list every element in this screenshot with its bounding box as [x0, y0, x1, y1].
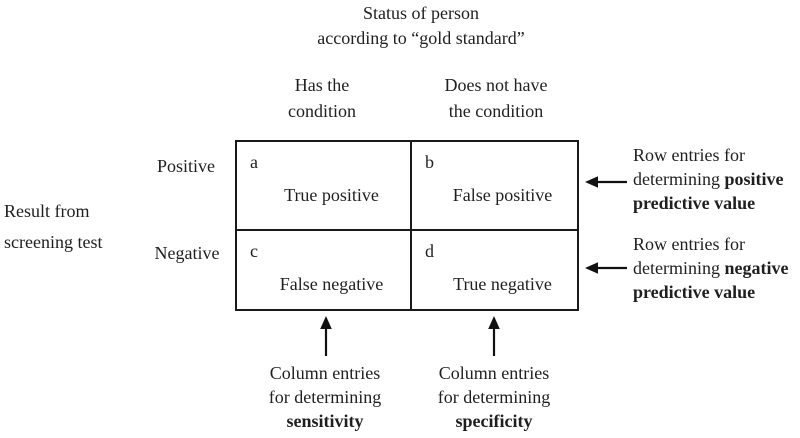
cell-letter-d: d [425, 241, 434, 261]
annotation-bold-text: positive [724, 169, 784, 189]
table-cell-c: c False negative [237, 229, 410, 309]
annotation-line: predictive value [633, 280, 788, 304]
annotation-text: determining [633, 258, 725, 278]
annotation-line: predictive value [633, 191, 784, 215]
column-header-line: Does not have [444, 75, 548, 95]
cell-label-false-positive: False positive [452, 185, 553, 205]
column-header-no-condition: Does not have the condition [426, 72, 566, 124]
annotation-negative-predictive-value: Row entries for determining negative pre… [633, 232, 788, 304]
left-arrow-icon [584, 175, 628, 189]
annotation-sensitivity: Column entries for determining sensitivi… [255, 361, 395, 433]
left-arrow-icon [584, 261, 628, 275]
annotation-text: determining [633, 169, 725, 189]
up-arrow-icon [487, 315, 501, 357]
annotation-bold-text: specificity [455, 411, 533, 431]
annotation-specificity: Column entries for determining specifici… [424, 361, 564, 433]
annotation-line: Row entries for [633, 234, 745, 254]
column-header-has-condition: Has the condition [252, 72, 392, 124]
column-header-line: Has the [294, 75, 350, 95]
annotation-bold-text: predictive value [633, 193, 756, 213]
annotation-positive-predictive-value: Row entries for determining positive pre… [633, 143, 784, 215]
table-cell-d: d True negative [410, 229, 577, 309]
cell-letter-a: a [250, 152, 258, 172]
annotation-line: specificity [424, 409, 564, 433]
up-arrow-icon [319, 315, 333, 357]
cell-label-true-negative: True negative [453, 274, 552, 294]
cell-letter-c: c [250, 241, 258, 261]
cell-label-true-positive: True positive [284, 185, 379, 205]
diagram-title-line2: according to “gold standard” [317, 28, 525, 48]
annotation-line: for determining [268, 387, 382, 407]
diagram-title: Status of person according to “gold stan… [260, 1, 582, 51]
annotation-bold-text: negative [724, 258, 789, 278]
cell-letter-b: b [425, 152, 434, 172]
annotation-line: for determining [437, 387, 551, 407]
diagram-title-line1: Status of person [363, 3, 479, 23]
annotation-line: Row entries for [633, 145, 745, 165]
row-axis-label-line: Result from [4, 201, 90, 221]
table-cell-a: a True positive [237, 142, 410, 229]
annotation-bold-text: sensitivity [286, 411, 364, 431]
cell-label-false-negative: False negative [279, 274, 384, 294]
annotation-bold-text: predictive value [633, 282, 756, 302]
row-label-positive: Positive [156, 156, 215, 176]
annotation-line: Column entries [269, 363, 381, 383]
column-header-line: the condition [448, 101, 544, 121]
annotation-line: determining negative [633, 256, 788, 280]
row-axis-label-line: screening test [4, 232, 103, 252]
row-label-negative: Negative [154, 243, 220, 263]
table-cell-b: b False positive [410, 142, 577, 229]
annotation-line: determining positive [633, 167, 784, 191]
fourfold-table: a True positive b False positive c False… [235, 140, 579, 311]
annotation-line: sensitivity [255, 409, 395, 433]
annotation-line: Column entries [438, 363, 550, 383]
column-header-line: condition [288, 101, 356, 121]
row-axis-label: Result from screening test [4, 196, 102, 258]
